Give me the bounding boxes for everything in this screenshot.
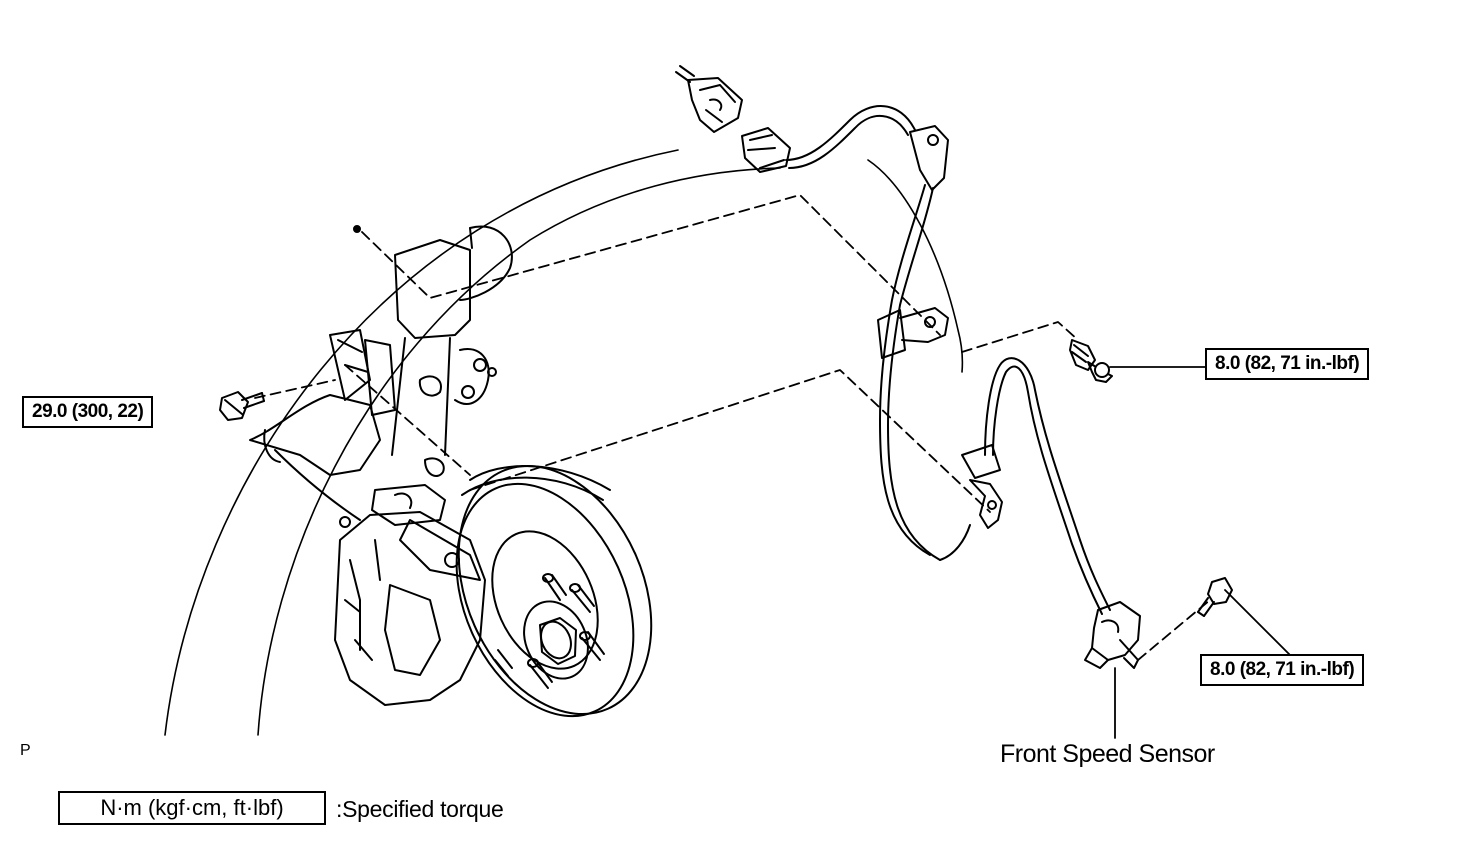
front-speed-sensor	[1084, 601, 1141, 669]
sensor-bolt-icon	[1197, 577, 1233, 617]
front-speed-sensor-label: Front Speed Sensor	[1000, 740, 1215, 768]
wheel-well-arcs	[164, 149, 964, 736]
harness-connector-lower	[741, 127, 791, 173]
strut-assembly	[391, 225, 513, 456]
upper-bracket-bolt-icon	[1069, 339, 1113, 383]
wheel-hub	[494, 573, 605, 689]
knuckle-bolt-icon	[219, 391, 265, 421]
brake-caliper	[334, 484, 486, 706]
sensor-wire-harness	[785, 105, 1111, 615]
steering-knuckle	[249, 329, 445, 528]
leader-lines	[1109, 366, 1291, 739]
alignment-dashed-lines	[254, 194, 1211, 661]
small-fastener-icon	[353, 225, 361, 233]
upper-bolt-torque-label: 8.0 (82, 71 in.-lbf)	[1205, 348, 1370, 380]
torque-unit-legend-box: N·m (kgf·cm, ft·lbf)	[58, 791, 326, 825]
brake-disc	[455, 464, 653, 718]
torque-legend-description: :Specified torque	[336, 796, 504, 822]
harness-connector-upper	[675, 65, 743, 133]
knuckle-bolt-torque-label: 29.0 (300, 22)	[22, 396, 154, 428]
sensor-bolt-torque-label: 8.0 (82, 71 in.-lbf)	[1200, 654, 1365, 686]
corner-mark: P	[20, 742, 31, 759]
